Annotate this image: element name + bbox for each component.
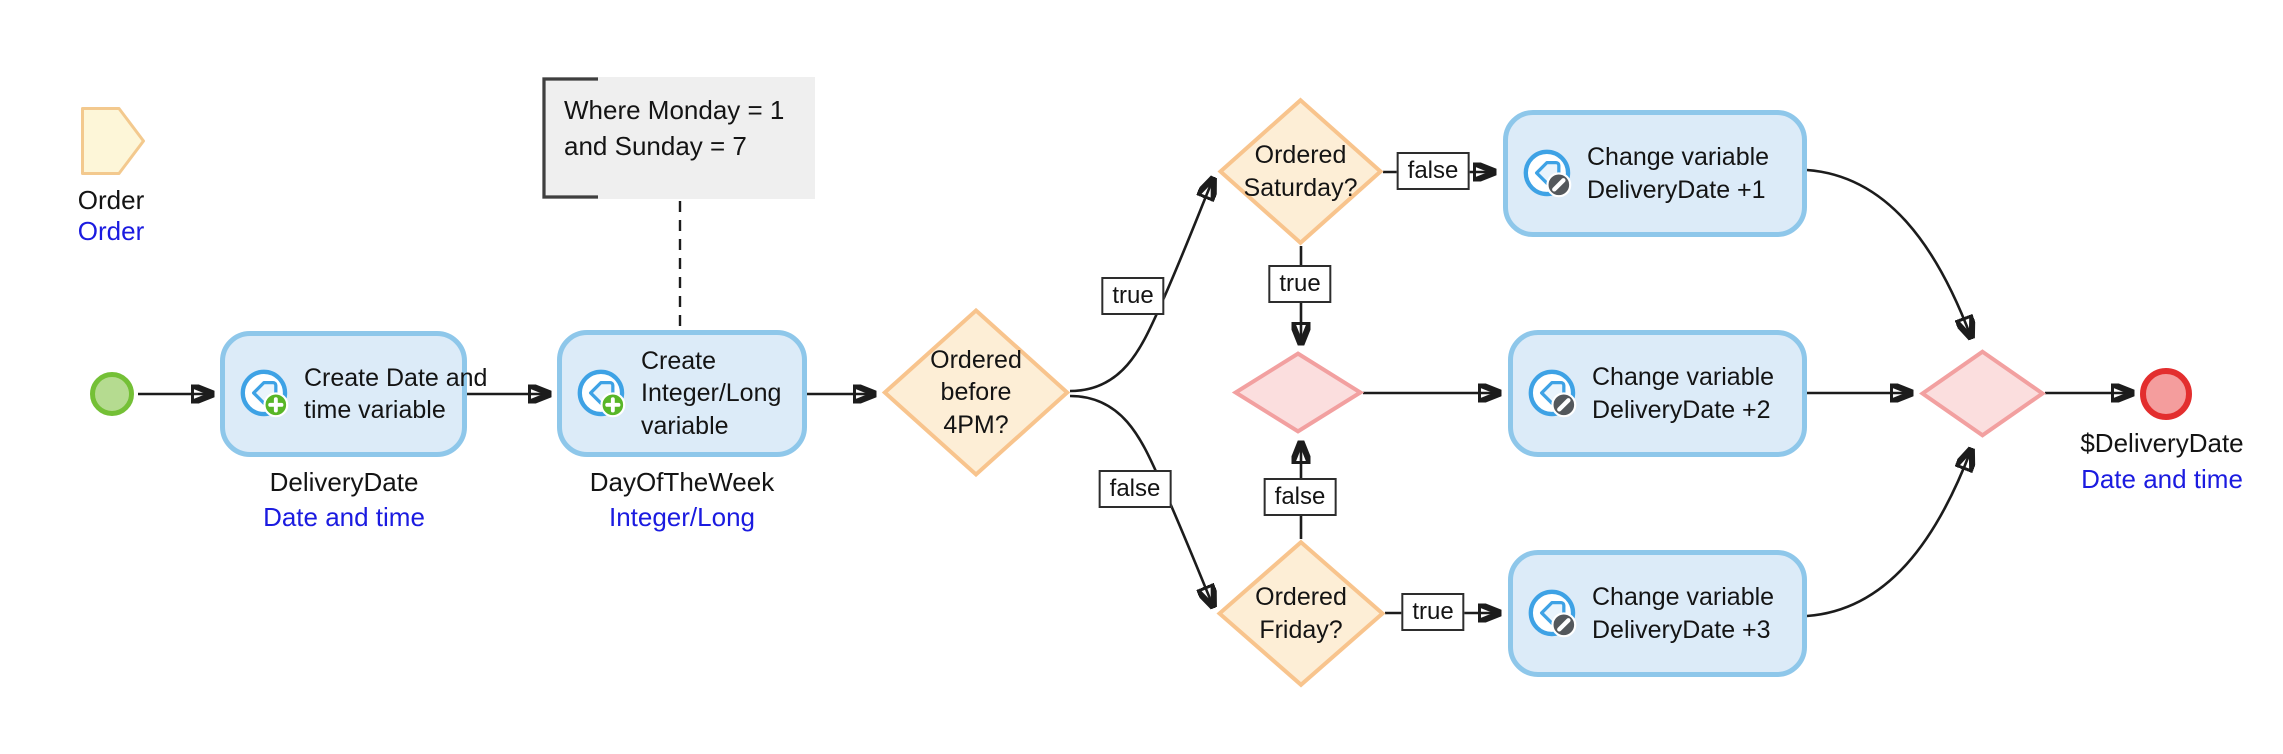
note-bracket [542,77,598,199]
task-label: Change variable DeliveryDate +3 [1592,583,1775,644]
merge-gateway-final[interactable] [1920,350,2045,437]
task-label: Change variable DeliveryDate +1 [1587,143,1770,204]
order-pentagon-shape[interactable] [81,107,145,175]
variable-name-label: $DeliveryDate [2080,428,2244,458]
edge-label-friday-false[interactable]: false [1263,478,1337,516]
start-event-node[interactable] [90,372,134,416]
edge-label-4pm-false[interactable]: false [1098,470,1172,508]
task-change-deliverydate-plus2[interactable]: Change variable DeliveryDate +2 [1508,330,1807,457]
change-variable-icon [1528,589,1577,637]
create-variable-icon [240,369,289,418]
annotation-note[interactable]: Where Monday = 1 and Sunday = 7 [542,77,815,199]
change-variable-icon [1528,369,1577,417]
merge-gateway-small[interactable] [1233,352,1363,433]
task-create-dayoftheweek[interactable]: Create Integer/Long variable [557,330,807,457]
edge-plus1-to-final-merge[interactable] [1806,168,1971,337]
edge-label-4pm-true[interactable]: true [1101,277,1165,315]
change-variable-icon [1523,149,1572,197]
task-label: Create Integer/Long variable [641,346,782,440]
variable-name-label: DeliveryDate [269,467,419,497]
variable-name-label: DayOfTheWeek [589,467,775,497]
task-label: Change variable DeliveryDate +2 [1592,363,1775,424]
decision-label: Ordered Saturday? [1243,141,1358,202]
legend-name-label: Order [77,185,145,215]
edge-plus3-to-final-merge[interactable] [1806,450,1971,618]
end-event-node[interactable] [2140,368,2192,420]
edge-label-saturday-false[interactable]: false [1396,152,1470,190]
decision-ordered-before-4pm[interactable]: Ordered before 4PM? [882,308,1070,477]
variable-type-label: Date and time [263,502,425,532]
variable-type-label: Integer/Long [608,502,755,532]
pentagon-icon [81,107,145,175]
create-variable-icon [577,369,626,417]
task-label: Create Date and time variable [304,363,488,425]
decision-ordered-saturday[interactable]: Ordered Saturday? [1218,98,1383,245]
variable-type-label: Date and time [2081,464,2243,494]
task-change-deliverydate-plus3[interactable]: Change variable DeliveryDate +3 [1508,550,1807,677]
note-text: Where Monday = 1 and Sunday = 7 [564,95,785,162]
decision-label: Ordered before 4PM? [930,345,1022,439]
task-create-deliverydate[interactable]: Create Date and time variable [220,331,487,457]
decision-label: Ordered Friday? [1255,583,1347,644]
edge-label-saturday-true[interactable]: true [1268,265,1332,303]
task-change-deliverydate-plus1[interactable]: Change variable DeliveryDate +1 [1503,110,1807,237]
decision-ordered-friday[interactable]: Ordered Friday? [1217,540,1385,687]
edge-label-friday-true[interactable]: true [1401,593,1465,631]
legend-type-label: Order [77,216,145,246]
